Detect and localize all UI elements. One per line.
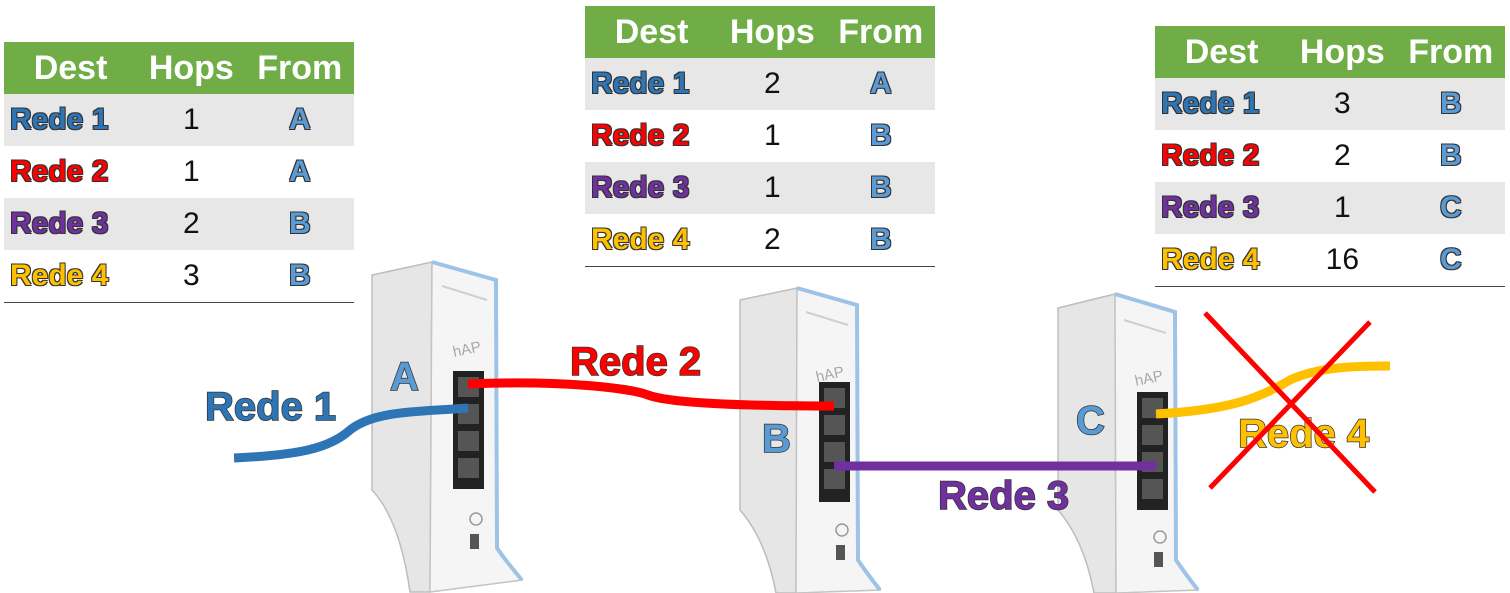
- router-b: [739, 286, 882, 593]
- hops-cell: 3: [137, 250, 246, 303]
- header-from: From: [1396, 26, 1505, 78]
- from-cell: B: [245, 198, 354, 250]
- router-c-letter: C: [1076, 399, 1105, 443]
- hops-cell: 2: [1334, 139, 1351, 172]
- dest-cell: Rede 2: [1161, 139, 1260, 172]
- dest-cell: Rede 4: [4, 250, 138, 303]
- routing-table-c: Dest Hops From Rede 1 3 B Rede 2 2 B Red…: [1155, 26, 1505, 287]
- from-cell: B: [245, 250, 354, 303]
- header-dest: Dest: [4, 42, 138, 94]
- hops-cell: 2: [718, 58, 827, 110]
- table-row: Rede 1 1 A: [4, 94, 354, 146]
- dest-cell: Rede 2: [10, 155, 109, 188]
- label-rede-2: Rede 2: [570, 340, 701, 384]
- table-row: Rede 1 3 B: [1155, 78, 1505, 130]
- table-header-row: Dest Hops From: [1155, 26, 1505, 78]
- from-cell: A: [826, 58, 935, 110]
- table-header-row: Dest Hops From: [585, 6, 935, 58]
- table-header-row: Dest Hops From: [4, 42, 354, 94]
- red-x-icon: [1203, 311, 1377, 494]
- dest-cell: Rede 3: [4, 198, 138, 250]
- hops-cell: 2: [718, 214, 827, 267]
- hops-cell: 3: [1288, 78, 1397, 130]
- hops-cell: 16: [1288, 234, 1397, 287]
- router-a-letter: A: [390, 355, 419, 399]
- from-cell: C: [1396, 182, 1505, 234]
- table-row: Rede 2 2 B: [1155, 130, 1505, 182]
- dest-cell: Rede 1: [585, 58, 719, 110]
- router-b-letter: B: [762, 417, 791, 461]
- label-rede-1: Rede 1: [205, 385, 336, 429]
- dest-cell: Rede 1: [4, 94, 138, 146]
- link-rede-2: [467, 378, 835, 411]
- hops-cell: 1: [183, 155, 200, 188]
- table-row: Rede 3 2 B: [4, 198, 354, 250]
- dest-cell: Rede 3: [1155, 182, 1289, 234]
- hops-cell: 1: [137, 94, 246, 146]
- table-row: Rede 2 1 B: [585, 110, 935, 162]
- header-hops: Hops: [1288, 26, 1397, 78]
- from-cell: B: [826, 214, 935, 267]
- routing-table-b: Dest Hops From Rede 1 2 A Rede 2 1 B Red…: [585, 6, 935, 267]
- link-rede-4: [1155, 361, 1391, 419]
- header-from: From: [245, 42, 354, 94]
- router-a: [371, 260, 524, 593]
- from-cell: B: [869, 119, 892, 152]
- router-b-brand: hAP: [814, 363, 845, 386]
- header-hops: Hops: [137, 42, 246, 94]
- dest-cell: Rede 4: [585, 214, 719, 267]
- router-a-brand: hAP: [451, 338, 482, 361]
- router-c-brand: hAP: [1133, 367, 1164, 390]
- header-hops: Hops: [718, 6, 827, 58]
- label-rede-3: Rede 3: [938, 474, 1069, 518]
- header-from: From: [826, 6, 935, 58]
- routing-table-a: Dest Hops From Rede 1 1 A Rede 2 1 A Red…: [4, 42, 354, 303]
- link-rede-1: [233, 403, 469, 463]
- hops-cell: 1: [764, 119, 781, 152]
- from-cell: B: [826, 162, 935, 214]
- dest-cell: Rede 2: [591, 119, 690, 152]
- table-row: Rede 3 1 B: [585, 162, 935, 214]
- header-dest: Dest: [585, 6, 719, 58]
- from-cell: B: [1439, 139, 1462, 172]
- dest-cell: Rede 3: [585, 162, 719, 214]
- table-row: Rede 4 16 C: [1155, 234, 1505, 287]
- from-cell: A: [288, 155, 311, 188]
- hops-cell: 2: [137, 198, 246, 250]
- table-row: Rede 4 2 B: [585, 214, 935, 267]
- header-dest: Dest: [1155, 26, 1289, 78]
- hops-cell: 1: [718, 162, 827, 214]
- from-cell: B: [1396, 78, 1505, 130]
- table-row: Rede 2 1 A: [4, 146, 354, 198]
- table-row: Rede 4 3 B: [4, 250, 354, 303]
- from-cell: A: [245, 94, 354, 146]
- from-cell: C: [1396, 234, 1505, 287]
- hops-cell: 1: [1288, 182, 1397, 234]
- router-c: [1057, 292, 1200, 593]
- table-row: Rede 1 2 A: [585, 58, 935, 110]
- dest-cell: Rede 1: [1155, 78, 1289, 130]
- dest-cell: Rede 4: [1155, 234, 1289, 287]
- table-row: Rede 3 1 C: [1155, 182, 1505, 234]
